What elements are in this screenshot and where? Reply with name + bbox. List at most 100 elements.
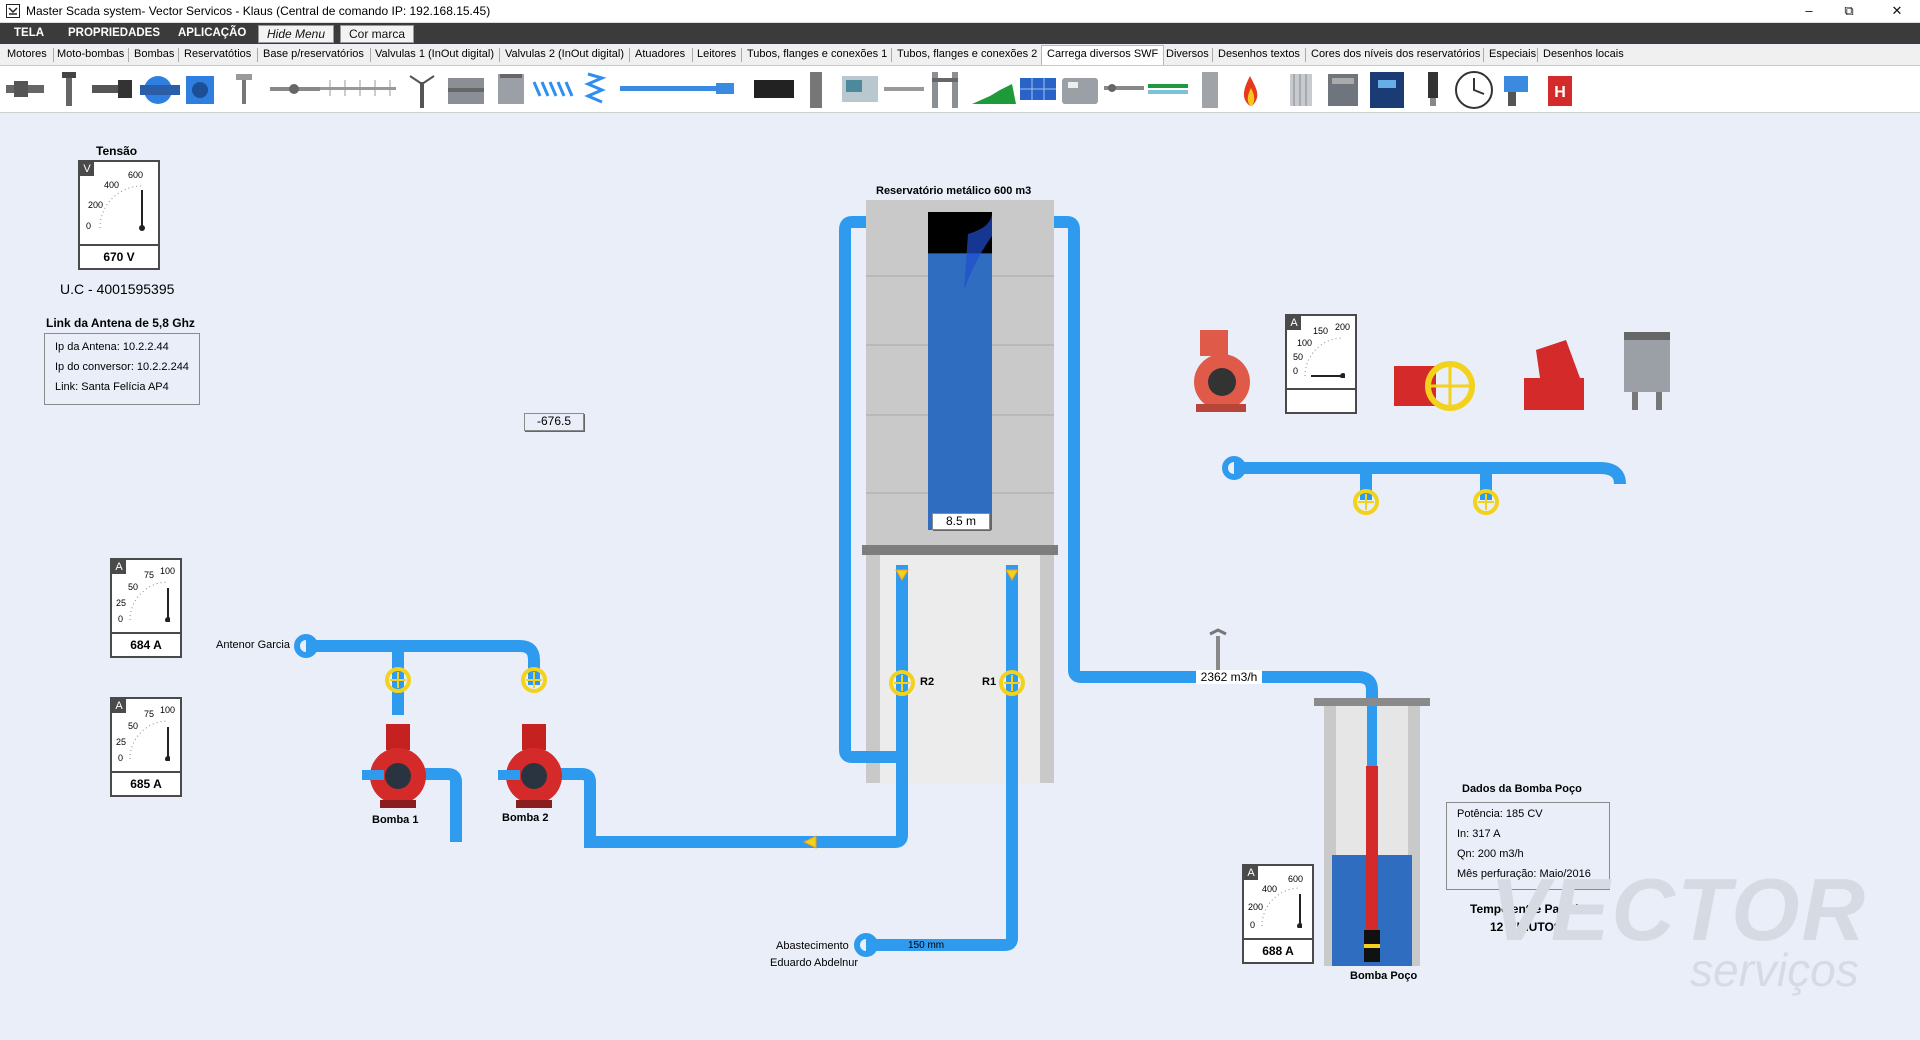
tempo-partidas-label: Tempo entre Partidas [1470, 902, 1592, 916]
blue-pump-icon[interactable] [140, 76, 180, 104]
minimize-icon[interactable]: – [1805, 3, 1813, 18]
sensor-icon[interactable] [236, 74, 252, 104]
tab-moto-bombas[interactable]: Moto-bombas [57, 48, 125, 60]
hide-menu-button[interactable]: Hide Menu [258, 25, 335, 43]
valve-manifold-2[interactable] [1473, 489, 1499, 515]
transformer-icon[interactable] [448, 78, 484, 104]
reservoir-tank[interactable] [862, 200, 1058, 783]
hydrant-icon[interactable]: H [1548, 76, 1572, 106]
filter-icon[interactable] [1624, 332, 1670, 410]
aerator-icon[interactable] [409, 75, 435, 108]
tab-reservatorios[interactable]: Reservatótios [184, 48, 252, 60]
valve-bomba-2[interactable] [521, 667, 547, 693]
blue-cabinet-icon[interactable] [1370, 72, 1404, 108]
check-valve-icon[interactable] [1524, 340, 1584, 410]
process-diagram [294, 200, 1670, 966]
menu-propriedades[interactable]: PROPRIEDADES [68, 27, 161, 39]
solar-panel-icon[interactable] [1020, 78, 1056, 100]
pipe-diameter-label: 150 mm [908, 940, 945, 951]
tab-carrega-diversos-swf[interactable]: Carrega diversos SWF [1041, 45, 1165, 65]
green-bar-icon[interactable] [1148, 84, 1188, 94]
tab-tubos-2[interactable]: Tubos, flanges e conexões 2 [897, 48, 1038, 60]
tab-bombas[interactable]: Bombas [134, 48, 175, 60]
flow-sensor-icon[interactable] [1209, 628, 1227, 676]
tab-atuadores[interactable]: Atuadores [635, 48, 686, 60]
pipe-sensor-icon[interactable] [270, 84, 320, 94]
motor-pump-icon[interactable] [92, 80, 132, 98]
pipe-cap-abastecimento [854, 933, 878, 957]
motor-icon[interactable] [6, 81, 44, 97]
close-icon[interactable]: ✕ [1891, 3, 1903, 18]
valve-manifold-1[interactable] [1353, 489, 1379, 515]
tab-valvulas-2[interactable]: Valvulas 2 (InOut digital) [505, 48, 625, 60]
gate-icon[interactable] [932, 72, 958, 108]
column-icon[interactable] [810, 72, 822, 108]
spring-icon[interactable] [584, 72, 607, 104]
tank-level-readout: 8.5 m [932, 513, 990, 530]
tab-especiais[interactable]: Especiais [1489, 48, 1537, 60]
fire-icon[interactable] [1243, 76, 1258, 106]
valve-r1[interactable] [999, 670, 1025, 696]
tensao-meter: V 0 200 400 600 670 V [78, 160, 160, 270]
menu-aplicacao[interactable]: APLICAÇÃO [178, 27, 247, 39]
conversor-ip: Ip do conversor: 10.2.2.244 [55, 361, 189, 373]
menu-tela[interactable]: TELA [14, 27, 45, 39]
blue-pipe-icon[interactable] [620, 83, 734, 94]
meter-unit: A [1287, 316, 1301, 330]
probe-icon[interactable] [1104, 84, 1144, 92]
tab-tubos-1[interactable]: Tubos, flanges e conexões 1 [747, 48, 888, 60]
pipe-r2 [610, 565, 908, 848]
panel-icon[interactable] [754, 80, 794, 98]
cabinet-icon[interactable] [498, 74, 524, 104]
tab-leitores[interactable]: Leitores [697, 48, 737, 60]
radiator-icon[interactable] [1290, 74, 1312, 106]
ammeter-bomba-2: A 0 25 50 75 100 685 A [110, 697, 182, 797]
bar-icon[interactable] [884, 87, 924, 91]
terrain-icon[interactable] [972, 84, 1016, 104]
antena-info-box: Ip da Antena: 10.2.2.44 Ip do conversor:… [44, 333, 200, 405]
restore-icon[interactable]: ⧉ [1844, 3, 1854, 18]
cor-marca-button[interactable]: Cor marca [340, 25, 415, 43]
clock-icon[interactable] [1455, 71, 1493, 109]
valve-r2[interactable] [889, 670, 915, 696]
tab-valvulas-1[interactable]: Valvulas 1 (InOut digital) [375, 48, 495, 60]
shaft-icon[interactable] [62, 72, 76, 106]
pipe-tank-left-loop [839, 216, 900, 763]
pipe-manifold [1234, 462, 1626, 500]
tab-desenhos-textos[interactable]: Desenhos textos [1218, 48, 1300, 60]
level-sensor-icon[interactable] [1428, 72, 1438, 106]
antenor-label: Antenor Garcia [216, 639, 290, 651]
flow-arrow-r2 [895, 569, 909, 581]
abastecimento-local-label: Eduardo Abdelnur [770, 957, 859, 969]
vazao-nominal-line: Qn: 200 m3/h [1457, 848, 1524, 860]
tab-motores[interactable]: Motores [7, 48, 47, 60]
pipe-r1 [866, 565, 1018, 951]
tab-desenhos-locais[interactable]: Desenhos locais [1543, 48, 1624, 60]
blue-pump-2-icon[interactable] [186, 76, 214, 104]
server-icon[interactable] [1328, 74, 1358, 106]
controller-icon[interactable] [842, 76, 878, 102]
app-icon [6, 4, 20, 18]
tab-cores-niveis[interactable]: Cores dos níveis dos reservatórios [1311, 48, 1481, 60]
flow-rate-readout: 2362 m3/h [1196, 670, 1262, 684]
battery-icon[interactable] [1062, 78, 1098, 104]
flow-arrow-bottom [802, 835, 817, 849]
valve-bomba-1[interactable] [385, 667, 411, 693]
motor-valve-icon[interactable] [1394, 361, 1475, 411]
well-shaft[interactable] [1314, 698, 1430, 966]
tab-diversos[interactable]: Diversos [1166, 48, 1209, 60]
red-pump-icon[interactable] [1194, 330, 1250, 412]
flow-meter-icon[interactable] [1504, 76, 1528, 106]
fence-icon[interactable] [320, 80, 396, 96]
bomba-1-label: Bomba 1 [372, 814, 419, 826]
bomba-2-pump[interactable] [498, 724, 562, 808]
r1-label: R1 [982, 676, 997, 688]
tab-base-reservatorios[interactable]: Base p/reservatórios [263, 48, 364, 60]
potencia-line: Potência: 185 CV [1457, 808, 1543, 820]
menu-bar: TELA PROPRIEDADES APLICAÇÃO Hide Menu Co… [0, 23, 1920, 44]
post-icon[interactable] [1202, 72, 1218, 108]
grid-icon[interactable] [532, 81, 574, 97]
meter-unit: A [112, 560, 126, 574]
antena-title: Link da Antena de 5,8 Ghz [46, 316, 195, 330]
bomba-1-pump[interactable] [362, 724, 426, 808]
